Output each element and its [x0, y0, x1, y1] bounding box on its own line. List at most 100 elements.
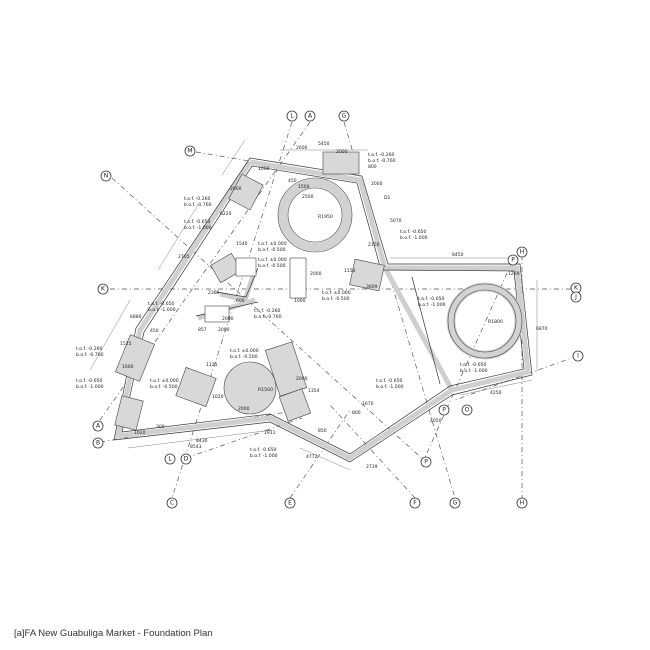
dimension-text: 2000: [296, 376, 308, 382]
level-note: t.o.f. ±0.000: [258, 241, 287, 247]
svg-text:L: L: [290, 113, 294, 120]
grid-bubble: P: [420, 456, 432, 468]
pad-footing: [278, 388, 312, 422]
dimension-text: 6880: [130, 314, 142, 320]
level-note: b.o.f. -1.000: [76, 384, 104, 390]
dimension-text: 1670: [362, 401, 374, 407]
pad-footing: [235, 257, 257, 277]
svg-text:H: H: [520, 500, 525, 507]
dimension-text: 2000: [218, 327, 230, 333]
dimension-text: 1911: [264, 430, 276, 436]
dimension-text: 1540: [236, 241, 248, 247]
ring-footing-r1800: [446, 282, 524, 360]
grid-bubble: L: [164, 453, 176, 465]
grid-bubble: I: [572, 350, 584, 362]
level-note: t.o.f. ±0.000: [322, 290, 351, 296]
pad-footing: [115, 334, 155, 382]
grid-bubble: D: [180, 453, 192, 465]
level-note: t.o.f. -0.260: [76, 346, 103, 352]
svg-text:M: M: [187, 148, 192, 155]
grid-bubble: C: [166, 497, 178, 509]
dimension-line: [459, 379, 533, 396]
grid-bubble: B: [92, 437, 104, 449]
svg-text:C: C: [170, 500, 174, 507]
dimension-text: 5070: [390, 218, 402, 224]
svg-text:B: B: [96, 440, 100, 447]
grid-line-N: [111, 177, 427, 463]
grid-line-B: [99, 409, 301, 443]
grid-bubble: A: [92, 420, 104, 432]
level-note: t.o.f. -0.650: [76, 378, 103, 384]
circular-footings: [223, 177, 524, 415]
svg-text:K: K: [101, 286, 106, 293]
dimension-text: 1354: [308, 388, 320, 394]
dimension-text: 4050: [430, 418, 442, 424]
grid-bubble: M: [184, 145, 196, 157]
pad-footing: [322, 151, 360, 175]
level-note: t.o.f. -0.260: [254, 308, 281, 314]
radius-label: R1950: [318, 214, 333, 220]
level-note: b.o.f. -0.760: [184, 202, 212, 208]
pad-footing: [114, 395, 144, 431]
grid-line-D: [185, 417, 303, 459]
svg-text:P: P: [442, 407, 446, 414]
grid-bubble: H: [516, 497, 528, 509]
dimension-text: 8543: [190, 444, 202, 450]
grid-bubble: E: [284, 497, 296, 509]
dimension-text: 2000: [230, 186, 242, 192]
grid-bubble: O: [461, 404, 473, 416]
dimension-text: 800: [352, 410, 361, 416]
pad-footings: [114, 151, 385, 431]
foundation-inner-walls: [195, 267, 441, 385]
grid-line-P: [422, 261, 513, 463]
level-note: b.o.f. -0.760: [368, 158, 396, 164]
svg-text:F: F: [413, 500, 417, 507]
dimension-text: 1600: [122, 364, 134, 370]
grid-line-I: [454, 355, 578, 401]
svg-text:P: P: [511, 257, 515, 264]
dimension-text: 4250: [490, 390, 502, 396]
strip-foundations: [113, 157, 533, 463]
level-note: t.o.f. ±0.000: [150, 378, 179, 384]
radius-label: R1800: [488, 319, 503, 325]
dimension-text: 1269: [508, 271, 520, 277]
pad-footing: [175, 367, 217, 407]
svg-text:H: H: [520, 249, 525, 256]
ring-footing-edge: [447, 283, 523, 359]
dimension-text: 800: [368, 164, 377, 170]
level-note: b.o.f. -1.000: [184, 225, 212, 231]
dimension-text: 8450: [452, 252, 464, 258]
dimension-line: [299, 447, 351, 471]
grid-bubble: J: [570, 291, 582, 303]
level-note: t.o.f. -0.650: [418, 296, 445, 302]
dimension-text: 600: [236, 298, 245, 304]
level-note: b.o.f. -1.000: [148, 307, 176, 313]
svg-text:A: A: [96, 423, 101, 430]
dimension-text: 2765: [178, 254, 190, 260]
dimension-text: 1150: [344, 268, 356, 274]
svg-text:N: N: [104, 173, 109, 180]
dimension-text: 1020: [134, 430, 146, 436]
dimension-lines: [89, 139, 538, 471]
grid-bubble: A: [304, 110, 316, 122]
level-note: t.o.f. -0.260: [184, 196, 211, 202]
level-note: b.o.f. -0.500: [258, 263, 286, 269]
dimension-text: 2000: [238, 406, 250, 412]
grid-bubble: F: [409, 497, 421, 509]
dimension-text: 1500: [298, 184, 310, 190]
level-note: b.o.f. -1.000: [418, 302, 446, 308]
pad-footing: [289, 257, 307, 299]
svg-text:J: J: [574, 294, 577, 301]
level-note: b.o.f. -0.500: [150, 384, 178, 390]
dimension-text: 1525: [120, 341, 132, 347]
grid-bubble: L: [286, 110, 298, 122]
dimension-line: [89, 299, 131, 371]
level-note: b.o.f. -0.500: [258, 247, 286, 253]
dimension-texts: 5450 2600 2000 800 1000 2000 6220 450 15…: [120, 141, 548, 470]
level-note: b.o.f. -0.760: [76, 352, 104, 358]
foundation-north-outer: [113, 157, 533, 463]
level-note: t.o.f. -0.650: [460, 362, 487, 368]
grid-bubble: K: [570, 282, 582, 294]
dimension-text: 450: [150, 328, 159, 334]
dimension-text: 2150: [368, 242, 380, 248]
